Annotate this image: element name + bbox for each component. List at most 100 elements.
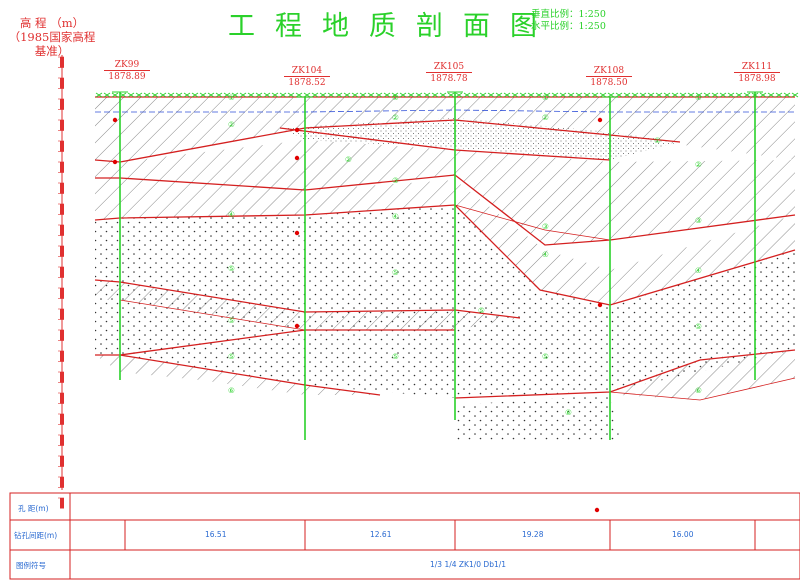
surface-tick bbox=[655, 92, 663, 98]
axis-segment bbox=[60, 498, 64, 509]
surface-tick bbox=[343, 92, 351, 98]
axis-segment bbox=[60, 456, 64, 467]
layer-label: ① bbox=[695, 93, 702, 102]
surface-tick bbox=[335, 92, 343, 98]
axis-segment bbox=[60, 78, 64, 89]
surface-tick bbox=[191, 92, 199, 98]
surface-tick bbox=[631, 92, 639, 98]
surface-tick bbox=[599, 92, 607, 98]
borehole-elevation: 1878.98 bbox=[734, 72, 780, 84]
sample-point bbox=[112, 117, 118, 123]
surface-tick bbox=[479, 92, 487, 98]
axis-segment bbox=[60, 435, 64, 446]
stratum-6b-fill bbox=[610, 350, 795, 400]
borehole-header-zk108: ZK108 1878.50 bbox=[586, 66, 632, 88]
stratum-1-fill bbox=[95, 97, 795, 162]
surface-tick bbox=[679, 92, 687, 98]
borehole-header-zk104: ZK104 1878.52 bbox=[284, 66, 330, 88]
table-row-label-distance: 钻孔间距(m) bbox=[14, 531, 58, 540]
surface-tick bbox=[207, 92, 215, 98]
surface-tick bbox=[503, 92, 511, 98]
axis-segment bbox=[60, 183, 64, 194]
surface-tick bbox=[775, 92, 783, 98]
surface-tick bbox=[543, 92, 551, 98]
axis-segment bbox=[60, 204, 64, 215]
surface-tick bbox=[375, 92, 383, 98]
surface-tick bbox=[151, 92, 159, 98]
layer-label: ③ bbox=[392, 176, 399, 185]
surface-tick bbox=[727, 92, 735, 98]
surface-tick bbox=[231, 92, 239, 98]
axis-title-line1: 高 程 （m） bbox=[19, 16, 85, 30]
borehole-header-zk99: ZK99 1878.89 bbox=[104, 60, 150, 82]
surface-tick bbox=[671, 92, 679, 98]
axis-title: 高 程 （m） （1985国家高程基准） bbox=[4, 16, 100, 58]
layer-label: ⑤ bbox=[228, 316, 235, 325]
sample-point bbox=[294, 230, 300, 236]
stratum-2-fill bbox=[280, 118, 680, 160]
surface-tick bbox=[295, 92, 303, 98]
axis-segment bbox=[60, 99, 64, 110]
surface-tick bbox=[303, 92, 311, 98]
stratum-6-fill bbox=[95, 355, 380, 395]
surface-tick bbox=[711, 92, 719, 98]
surface-tick bbox=[199, 92, 207, 98]
layer-label: ② bbox=[345, 155, 352, 164]
surface-tick bbox=[463, 92, 471, 98]
sample-point bbox=[294, 323, 300, 329]
surface-tick bbox=[447, 92, 455, 98]
axis-segment bbox=[60, 57, 64, 68]
surface-tick bbox=[495, 92, 503, 98]
surface-tick bbox=[103, 92, 111, 98]
layer-label: ④ bbox=[695, 266, 702, 275]
sample-point bbox=[112, 159, 118, 165]
layer-label: ⑤ bbox=[695, 322, 702, 331]
axis-segment bbox=[60, 351, 64, 362]
surface-tick bbox=[311, 92, 319, 98]
surface-tick bbox=[471, 92, 479, 98]
layer-label: ① bbox=[228, 93, 235, 102]
axis-segment bbox=[60, 477, 64, 488]
surface-tick bbox=[607, 92, 615, 98]
boundary-line bbox=[609, 377, 796, 401]
axis-segment bbox=[60, 162, 64, 173]
surface-tick bbox=[591, 92, 599, 98]
axis-segment bbox=[60, 372, 64, 383]
axis-segment bbox=[60, 414, 64, 425]
table-row-label-legend: 图例符号 bbox=[16, 561, 46, 570]
surface-tick bbox=[127, 92, 135, 98]
surface-tick bbox=[615, 92, 623, 98]
surface-tick bbox=[319, 92, 327, 98]
surface-tick bbox=[279, 92, 287, 98]
axis-segment bbox=[60, 141, 64, 152]
scale-horizontal: 水平比例：1:250 bbox=[531, 21, 606, 32]
stratum-4-fill bbox=[95, 178, 795, 305]
surface-tick bbox=[519, 92, 527, 98]
scale-vertical: 垂直比例：1:250 bbox=[531, 9, 606, 20]
surface-tick bbox=[223, 92, 231, 98]
stratum-3-fill bbox=[95, 140, 795, 245]
stratum-6c-fill bbox=[455, 395, 620, 440]
surface-tick bbox=[183, 92, 191, 98]
sample-point bbox=[597, 117, 603, 123]
surface-tick bbox=[119, 92, 127, 98]
boundary-line bbox=[119, 299, 306, 331]
surface-tick bbox=[743, 92, 751, 98]
surface-tick bbox=[175, 92, 183, 98]
surface-tick bbox=[791, 92, 799, 98]
surface-tick bbox=[575, 92, 583, 98]
table-spacing-value: 16.51 bbox=[205, 530, 227, 539]
surface-tick bbox=[487, 92, 495, 98]
borehole-lines bbox=[112, 91, 763, 440]
layer-label: ① bbox=[392, 93, 399, 102]
sample-point bbox=[294, 155, 300, 161]
surface-tick bbox=[143, 92, 151, 98]
surface-tick bbox=[263, 92, 271, 98]
surface-tick bbox=[271, 92, 279, 98]
axis-segment bbox=[60, 225, 64, 236]
borehole-name: ZK105 bbox=[433, 62, 465, 72]
borehole-header-zk111: ZK111 1878.98 bbox=[734, 62, 780, 84]
page-title: 工程地质剖面图 bbox=[228, 11, 557, 42]
surface-tick bbox=[663, 92, 671, 98]
layer-label: ⑥ bbox=[565, 408, 572, 417]
